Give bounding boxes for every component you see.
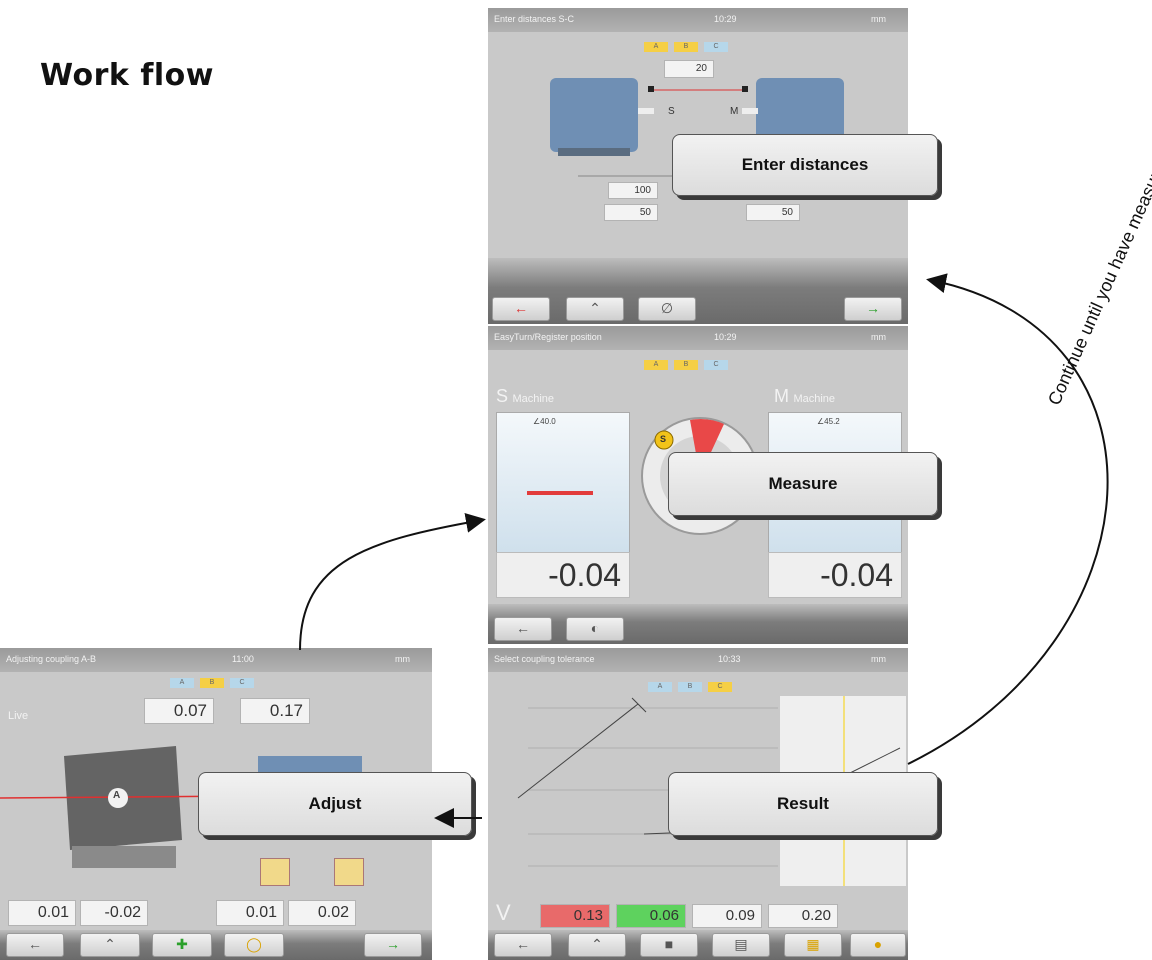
m-machine-text: Machine bbox=[793, 393, 836, 405]
m-letter: M bbox=[774, 386, 789, 406]
s-angle-readout: ∠40.0 bbox=[533, 417, 556, 426]
adjust-value-3: 0.01 bbox=[216, 900, 284, 926]
screen-bottombar: ← ⌃ ∅ → bbox=[488, 258, 908, 324]
back-button[interactable]: ← bbox=[6, 933, 64, 957]
shim-icon-front[interactable] bbox=[260, 858, 290, 886]
crumb-b[interactable]: B bbox=[200, 678, 224, 688]
result-value-1: 0.13 bbox=[540, 904, 610, 928]
shim-icon-rear[interactable] bbox=[334, 858, 364, 886]
left-value-box: -0.04 bbox=[496, 552, 630, 598]
result-value-2: 0.06 bbox=[616, 904, 686, 928]
m-angle-readout: ∠45.2 bbox=[817, 417, 840, 426]
callout-result: Result bbox=[668, 772, 938, 836]
s-letter: S bbox=[496, 386, 509, 406]
adjust-value-2: -0.02 bbox=[80, 900, 148, 926]
result-value-4: 0.20 bbox=[768, 904, 838, 928]
crumb-b[interactable]: B bbox=[674, 42, 698, 52]
v-label: V bbox=[496, 900, 511, 925]
menu-up-button[interactable]: ⌃ bbox=[568, 933, 626, 957]
coupling-diagram bbox=[550, 78, 844, 177]
diameter-field[interactable]: 20 bbox=[664, 60, 714, 78]
add-shim-button[interactable]: ✚ bbox=[152, 933, 212, 957]
screen-titlebar: Select coupling tolerance 10:33 mm bbox=[488, 648, 908, 672]
tolerance-table-button[interactable]: ▦ bbox=[784, 933, 842, 957]
result-value-3: 0.09 bbox=[692, 904, 762, 928]
crumb-c[interactable]: C bbox=[230, 678, 254, 688]
diameter-button[interactable]: ∅ bbox=[638, 297, 696, 321]
page-title: Work flow bbox=[40, 58, 214, 93]
adjust-value-1: 0.01 bbox=[8, 900, 76, 926]
crumb-c[interactable]: C bbox=[704, 360, 728, 370]
s-detector-panel: ∠40.0 bbox=[496, 412, 630, 554]
m-machine-label: M Machine bbox=[774, 386, 835, 407]
exit-button[interactable]: ← bbox=[492, 297, 550, 321]
crumb-a[interactable]: A bbox=[644, 42, 668, 52]
callout-measure: Measure bbox=[668, 452, 938, 516]
live-label: Live bbox=[8, 710, 29, 722]
menu-up-button[interactable]: ⌃ bbox=[80, 933, 140, 957]
callout-enter-distances: Enter distances bbox=[672, 134, 938, 196]
back-button[interactable]: ← bbox=[494, 617, 552, 641]
dial-s-marker: S bbox=[660, 434, 667, 444]
live-value-offset: 0.07 bbox=[144, 698, 214, 724]
screen-titlebar: Enter distances S-C 10:29 mm bbox=[488, 8, 908, 32]
easyturn-button[interactable]: ◐ bbox=[566, 617, 624, 641]
screen-time: 10:33 bbox=[718, 654, 741, 664]
callout-adjust: Adjust bbox=[198, 772, 472, 836]
next-button[interactable]: → bbox=[844, 297, 902, 321]
report-button[interactable]: ▤ bbox=[712, 933, 770, 957]
screen-unit: mm bbox=[871, 332, 886, 342]
arrow-adjust-to-measure bbox=[299, 512, 486, 651]
s-marker: S bbox=[668, 106, 675, 117]
screen-bottombar: ← ⌃ ✚ ◯ → bbox=[0, 930, 432, 960]
screen-time: 10:29 bbox=[714, 14, 737, 24]
machine-button[interactable]: ● bbox=[850, 933, 906, 957]
menu-up-button[interactable]: ⌃ bbox=[566, 297, 624, 321]
crumb-c[interactable]: C bbox=[708, 682, 732, 692]
crumb-a[interactable]: A bbox=[170, 678, 194, 688]
s-machine-label: S Machine bbox=[496, 386, 554, 407]
screen-time: 11:00 bbox=[232, 654, 254, 664]
coupling-label-a: A bbox=[113, 790, 121, 801]
screen-unit: mm bbox=[871, 654, 886, 664]
m-marker: M bbox=[730, 106, 739, 117]
screen-title: EasyTurn/Register position bbox=[494, 332, 602, 342]
crumb-c[interactable]: C bbox=[704, 42, 728, 52]
screen-bottombar: ← ◐ bbox=[488, 604, 908, 644]
distance-field-100[interactable]: 100 bbox=[608, 182, 658, 199]
crumb-b[interactable]: B bbox=[678, 682, 702, 692]
next-button[interactable]: → bbox=[364, 933, 422, 957]
adjust-value-4: 0.02 bbox=[288, 900, 356, 926]
screen-titlebar: EasyTurn/Register position 10:29 mm bbox=[488, 326, 908, 350]
s-machine-text: Machine bbox=[512, 393, 555, 405]
crumb-b[interactable]: B bbox=[674, 360, 698, 370]
crumb-a[interactable]: A bbox=[644, 360, 668, 370]
s-laser-line bbox=[527, 491, 593, 495]
live-value-angle: 0.17 bbox=[240, 698, 310, 724]
screen-title: Select coupling tolerance bbox=[494, 654, 595, 664]
screen-unit: mm bbox=[871, 14, 886, 24]
screen-unit: mm bbox=[395, 654, 410, 664]
screen-time: 10:29 bbox=[714, 332, 737, 342]
screen-titlebar: Adjusting coupling A-B 11:00 mm bbox=[0, 648, 432, 672]
distance-field-left[interactable]: 50 bbox=[604, 204, 658, 221]
tolerance-button[interactable]: ◯ bbox=[224, 933, 284, 957]
screen-title: Adjusting coupling A-B bbox=[6, 654, 97, 664]
crumb-a[interactable]: A bbox=[648, 682, 672, 692]
screen-title: Enter distances S-C bbox=[494, 14, 575, 24]
arrow-loop-to-enter bbox=[907, 273, 1109, 765]
distance-field-right[interactable]: 50 bbox=[746, 204, 800, 221]
back-button[interactable]: ← bbox=[494, 933, 552, 957]
lock-button[interactable]: ■ bbox=[640, 933, 698, 957]
screen-bottombar: ← ⌃ ■ ▤ ▦ ● bbox=[488, 930, 908, 960]
right-value-box: -0.04 bbox=[768, 552, 902, 598]
